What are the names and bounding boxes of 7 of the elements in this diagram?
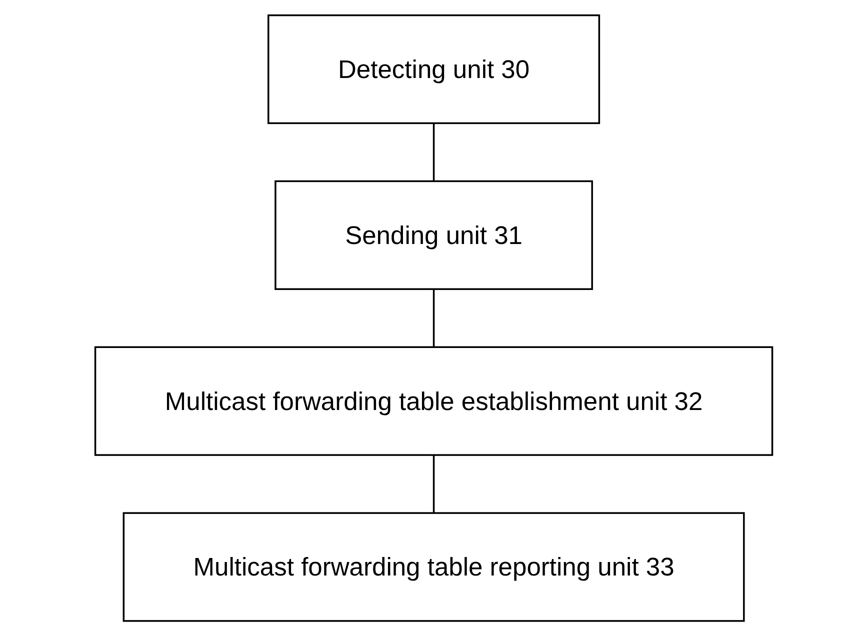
connector xyxy=(432,124,434,182)
connector xyxy=(432,289,434,348)
connector xyxy=(432,455,434,514)
node-box: Multicast forwarding table reporting unit 33 xyxy=(122,512,744,622)
node-box: Sending unit 31 xyxy=(274,180,593,290)
node-box: Multicast forwarding table establishment unit 32 xyxy=(94,346,773,456)
node-box: Detecting unit 30 xyxy=(267,14,600,124)
